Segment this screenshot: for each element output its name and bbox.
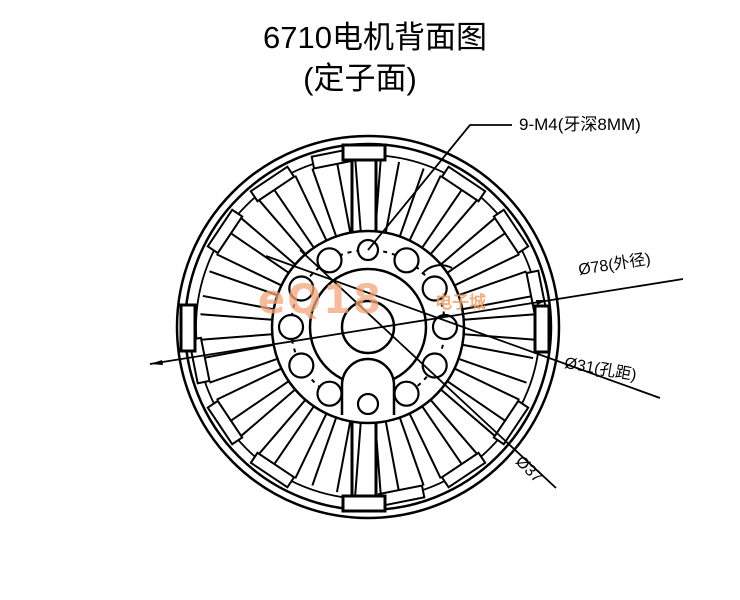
tab-top <box>341 143 387 162</box>
tab-right <box>533 304 551 354</box>
tab-bottom <box>341 494 387 513</box>
watermark-logo: eQ18 <box>258 277 383 323</box>
dim-line-37 <box>299 249 557 489</box>
dim-line-78 <box>149 278 684 365</box>
drawing-subtitle: (定子面) <box>303 61 417 96</box>
label-mounting-holes: 9-M4(牙深8MM) <box>519 115 641 134</box>
mounting-holes <box>277 238 459 416</box>
drawing-title: 6710电机背面图 <box>263 20 487 55</box>
watermark-sub: 电子城 <box>435 293 486 312</box>
tab-left <box>179 303 197 353</box>
outer-ring <box>175 134 561 520</box>
stator-teeth <box>200 159 536 495</box>
center-bore <box>340 299 396 355</box>
leader-m4 <box>367 124 512 251</box>
